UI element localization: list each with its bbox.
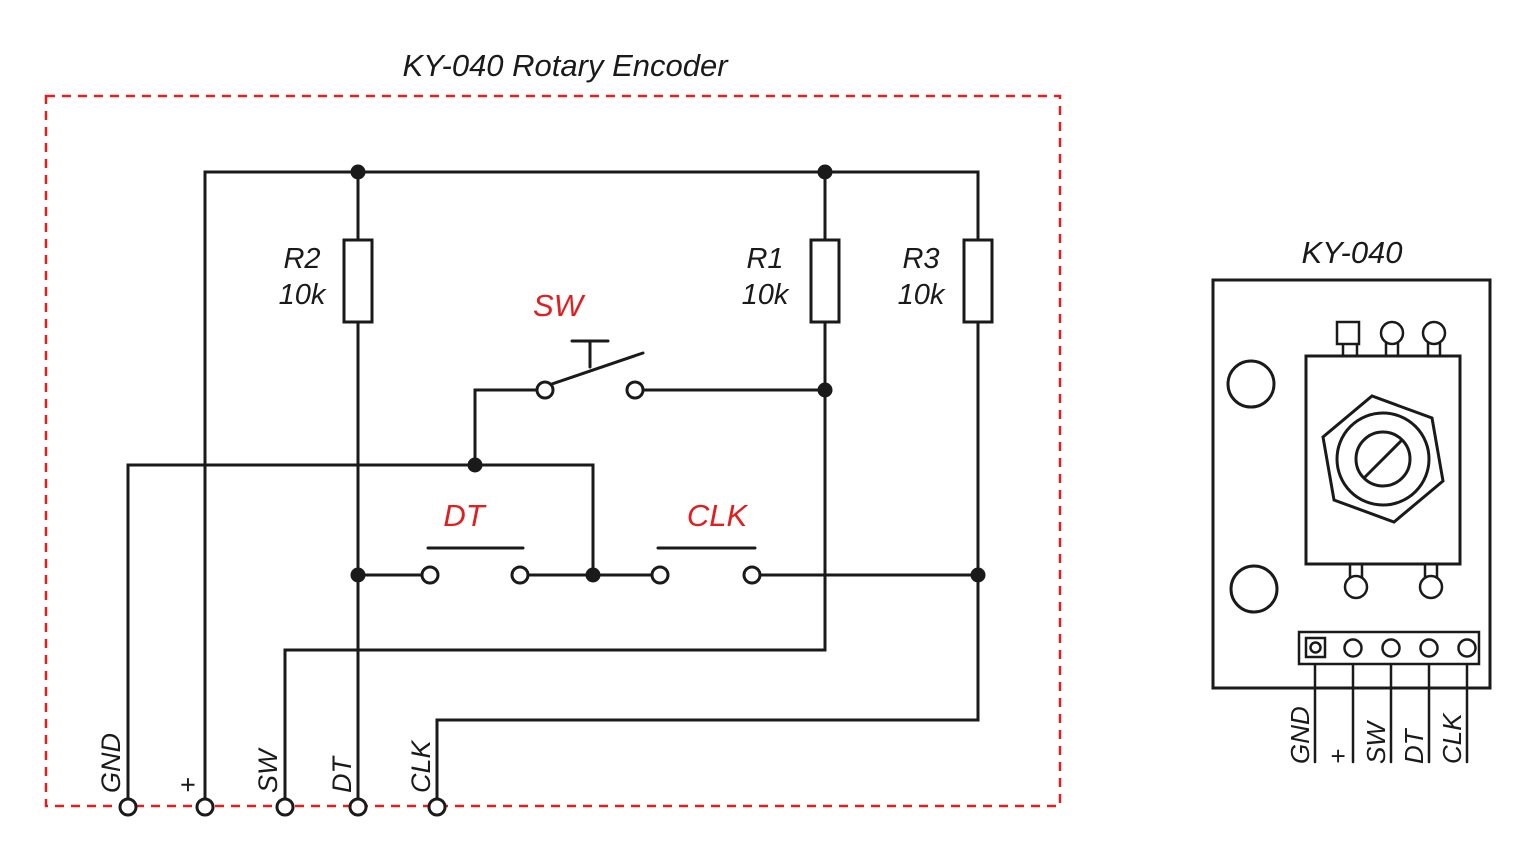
header-pad-dt <box>1419 638 1439 658</box>
resistor-r1-label: R1 <box>746 243 783 275</box>
header-pad-gnd-hole <box>1309 641 1322 654</box>
switch-clk-contact-right <box>742 565 762 585</box>
terminal-sw-pin <box>275 797 295 817</box>
terminal-gnd-pin <box>118 797 138 817</box>
junction-dot <box>817 164 833 180</box>
switch-dt-contact-right <box>510 565 530 585</box>
terminal-dt-label: DT <box>327 755 357 793</box>
schematic-terminals: GND + SW DT CLK <box>96 733 447 817</box>
resistor-r3-body <box>962 238 994 324</box>
wire-clk-net <box>435 320 980 809</box>
encoder-top-pin-3 <box>1421 320 1447 346</box>
terminal-gnd-label: GND <box>96 733 126 793</box>
encoder-shaft-slot <box>1363 439 1403 479</box>
resistor-r2-value: 10k <box>279 279 327 311</box>
junction-dot <box>350 567 366 583</box>
schematic-title: KY-040 Rotary Encoder <box>402 48 729 83</box>
encoder-bottom-pin-2 <box>1418 574 1444 600</box>
junction-dot <box>350 164 366 180</box>
resistor-r3-label: R3 <box>902 243 939 275</box>
switch-sw: SW <box>533 288 645 400</box>
encoder-pin-stem <box>1423 562 1439 579</box>
encoder-pin-stem <box>1341 342 1359 358</box>
module-pin-label-clk: CLK <box>1437 712 1467 764</box>
switch-dt: DT <box>420 498 530 585</box>
switch-clk: CLK <box>650 498 762 585</box>
switch-sw-label: SW <box>533 288 586 323</box>
resistor-r1: R1 10k <box>742 238 841 324</box>
resistor-r1-body <box>809 238 841 324</box>
switch-dt-label: DT <box>443 498 486 533</box>
encoder-hex-nut <box>1321 394 1445 524</box>
resistor-r2-body <box>342 238 374 324</box>
module-pin-label-gnd: GND <box>1285 706 1315 764</box>
pin-header: GND + SW DT CLK <box>1285 630 1481 764</box>
wire-dt-net <box>356 320 424 809</box>
switch-dt-contact-left <box>420 565 440 585</box>
resistor-r3-value: 10k <box>898 279 946 311</box>
junction-dot <box>585 567 601 583</box>
encoder-top-pin-1 <box>1335 320 1361 346</box>
junction-dot <box>970 567 986 583</box>
module-pin-label-sw: SW <box>1361 720 1391 764</box>
wire-sw-net <box>283 320 827 809</box>
header-pad-sw <box>1381 638 1401 658</box>
header-pad-plus <box>1343 638 1363 658</box>
wire-gnd-net <box>126 388 654 809</box>
rotary-encoder-component <box>1304 320 1462 600</box>
resistor-r3: R3 10k <box>898 238 994 324</box>
terminal-dt-pin <box>348 797 368 817</box>
module-title: KY-040 <box>1301 235 1402 270</box>
terminal-sw-label: SW <box>253 747 283 793</box>
module-pin-label-plus: + <box>1323 749 1353 764</box>
encoder-pin-stem <box>1426 341 1442 358</box>
schematic: KY-040 Rotary Encoder R2 10k R1 10k R3 1… <box>44 48 1062 817</box>
switch-sw-lever <box>547 351 645 387</box>
encoder-bottom-pin-1 <box>1343 574 1369 600</box>
encoder-top-pin-2 <box>1379 320 1405 346</box>
terminal-clk-label: CLK <box>406 739 436 793</box>
wire-vcc-net <box>203 170 980 809</box>
switch-clk-contact-left <box>650 565 670 585</box>
junction-dots <box>350 164 986 583</box>
resistor-r2: R2 10k <box>279 238 374 324</box>
encoder-pin-stem <box>1348 562 1364 579</box>
terminal-plus-pin <box>195 797 215 817</box>
pin-lead-lines <box>1313 662 1469 764</box>
header-pad-gnd <box>1304 636 1327 659</box>
switch-sw-contact-right <box>625 380 645 400</box>
switch-clk-label: CLK <box>687 498 749 533</box>
resistor-r1-value: 10k <box>742 279 790 311</box>
switch-sw-actuator <box>570 339 610 369</box>
junction-dot <box>467 457 483 473</box>
resistor-r2-label: R2 <box>283 243 320 275</box>
terminal-plus-label: + <box>173 777 203 793</box>
encoder-pin-stem <box>1384 341 1400 358</box>
module-pin-label-dt: DT <box>1399 727 1429 764</box>
switch-sw-contact-left <box>535 380 555 400</box>
schematic-boundary <box>44 94 1062 808</box>
ky040-module: KY-040 <box>1211 235 1492 764</box>
terminal-clk-pin <box>427 797 447 817</box>
mounting-hole-top <box>1226 359 1276 409</box>
junction-dot <box>817 382 833 398</box>
mounting-hole-bottom <box>1229 564 1279 614</box>
header-pad-clk <box>1457 638 1477 658</box>
